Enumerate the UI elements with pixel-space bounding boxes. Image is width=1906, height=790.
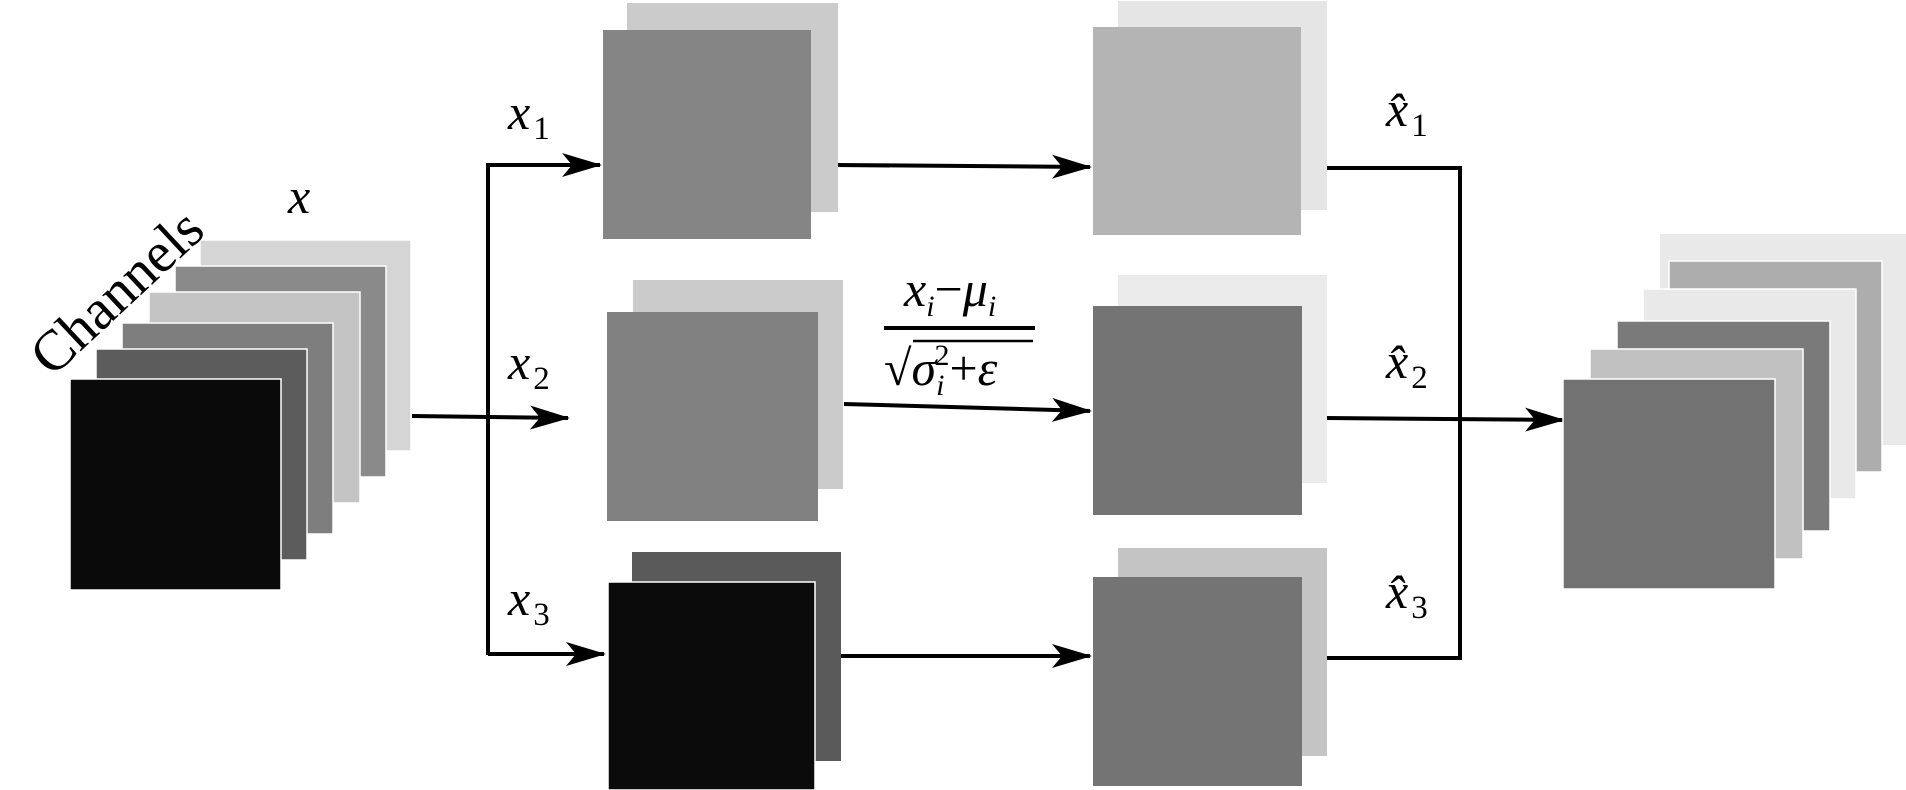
output-channel-stack [1562,234,1906,590]
branch-3-norm-map-front [1093,577,1302,786]
input-channel-1 [69,378,282,591]
output-channel-1 [1562,378,1776,590]
branch-3-input-label: x3 [507,570,550,633]
branch-1-norm-map-front [1093,27,1301,235]
branch-2-norm-maps [1093,275,1327,515]
input-channel-stack [69,239,412,591]
branch-2-normalize-arrow [843,397,1092,422]
normalization-formula: xi−μi √σi2+ε [884,261,1035,402]
branch-1-input-label: x1 [507,84,550,147]
branch-3-norm-maps [1093,548,1327,786]
branch-3-output-label: x̂3 [1385,563,1428,626]
branch-1-output-label: x̂1 [1385,81,1428,144]
branch-3-map-front [607,581,816,790]
branch-2-maps [607,280,843,521]
branch-2-output-label: x̂2 [1385,333,1428,396]
input-tensor-label: x [287,168,310,224]
branch-1-norm-maps [1093,1,1327,235]
branch-3-maps [607,552,841,790]
connectors [411,153,1565,668]
branch-2-input-label: x2 [507,334,550,397]
branch-1-maps [603,3,838,239]
branch-1-normalize-arrow [833,154,1092,179]
formula-denominator: √σi2+ε [884,339,998,402]
branch-1-map-front [603,30,811,239]
branch-1-output-line [1326,166,1462,420]
formula-numerator: xi−μi [903,261,996,323]
branch-2-map-front [607,312,818,521]
branch-3-output-line [1326,420,1462,660]
merge-arrow [1324,407,1565,432]
branch-2-norm-map-front [1093,306,1302,515]
